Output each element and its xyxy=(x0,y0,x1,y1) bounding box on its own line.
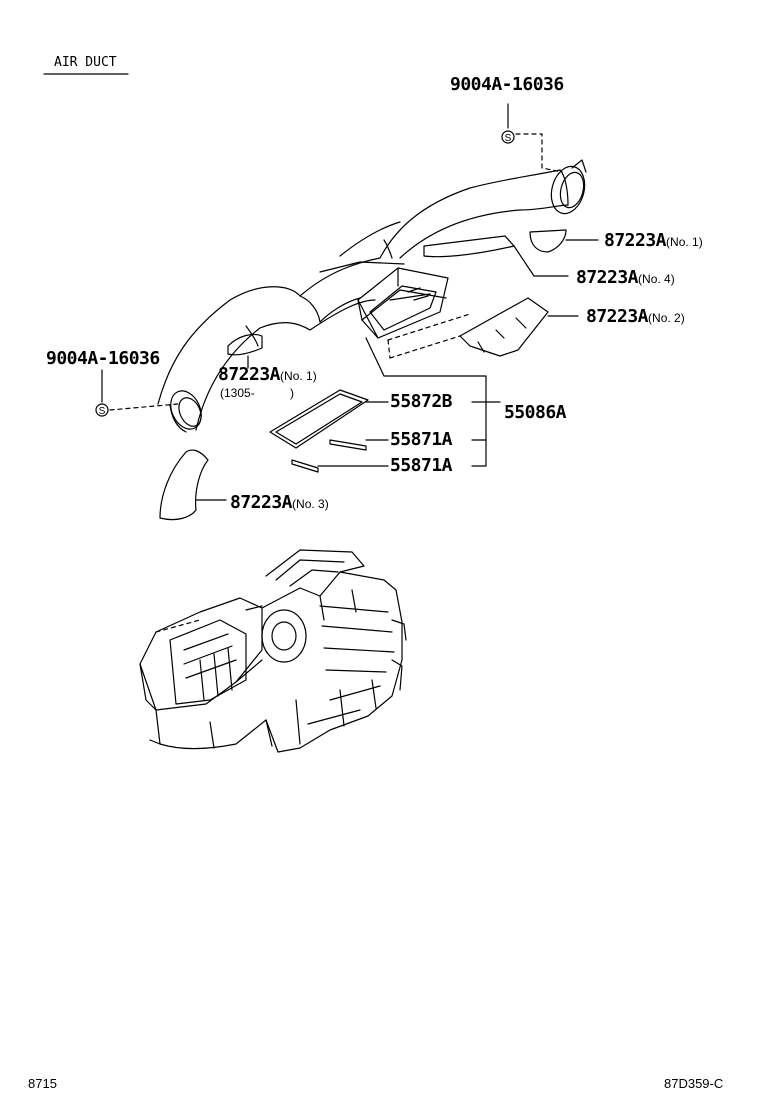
bolt-left-leader xyxy=(95,369,179,417)
duct-no4-drawing xyxy=(423,235,515,258)
duct-no1-left-note: (No. 1) xyxy=(280,369,317,383)
seal-lower-drawing xyxy=(291,459,319,473)
assembly-bracket xyxy=(365,337,501,467)
label-assembly: 55086A xyxy=(504,402,567,423)
duct-no4-note: (No. 4) xyxy=(638,272,675,286)
duct-no4-part: 87223A xyxy=(576,267,639,288)
duct-no3-drawing xyxy=(159,449,209,521)
duct-no2-drawing xyxy=(459,297,549,357)
bolt-top-leader xyxy=(501,103,563,173)
screw-mark-top: S xyxy=(505,133,512,144)
label-bolt-top: 9004A-16036 xyxy=(450,74,564,95)
duct-no3-note: (No. 3) xyxy=(292,497,329,511)
duct-no1-left-date-close: ) xyxy=(290,386,294,400)
footer-left-code: 8715 xyxy=(28,1076,57,1091)
packing-drawing xyxy=(269,389,369,449)
duct-no1-left-part: 87223A xyxy=(218,364,281,385)
label-duct-no3: 87223A(No. 3) xyxy=(230,492,329,513)
duct-no2-part: 87223A xyxy=(586,306,649,327)
screw-mark-left: S xyxy=(99,406,106,417)
label-bolt-left: 9004A-16036 xyxy=(46,348,160,369)
duct-no1-right-drawing xyxy=(529,229,567,253)
duct-no2-note: (No. 2) xyxy=(648,311,685,325)
label-duct-no1-left: 87223A(No. 1) xyxy=(218,364,317,385)
label-seal-upper: 55871A xyxy=(390,429,453,450)
duct-no1-right-part: 87223A xyxy=(604,230,667,251)
main-duct-drawing xyxy=(157,159,587,433)
diagram-title: AIR DUCT xyxy=(54,55,117,70)
duct-no1-right-note: (No. 1) xyxy=(666,235,703,249)
label-packing: 55872B xyxy=(390,391,453,412)
hvac-unit-drawing xyxy=(139,549,407,753)
label-duct-no4: 87223A(No. 4) xyxy=(576,267,675,288)
seal-upper-drawing xyxy=(329,439,367,451)
footer-right-code: 87D359-C xyxy=(664,1076,724,1091)
duct-no3-part: 87223A xyxy=(230,492,293,513)
dashed-hint-unit xyxy=(155,619,201,633)
duct-no1-left-drawing xyxy=(227,333,263,356)
label-duct-no1-right: 87223A(No. 1) xyxy=(604,230,703,251)
label-seal-lower: 55871A xyxy=(390,455,453,476)
dashed-hint-no2 xyxy=(387,313,471,359)
leader-duct-no4 xyxy=(513,245,569,277)
duct-no1-left-date: (1305- xyxy=(220,386,255,400)
register-outlet-drawing xyxy=(319,261,449,339)
label-duct-no2: 87223A(No. 2) xyxy=(586,306,685,327)
